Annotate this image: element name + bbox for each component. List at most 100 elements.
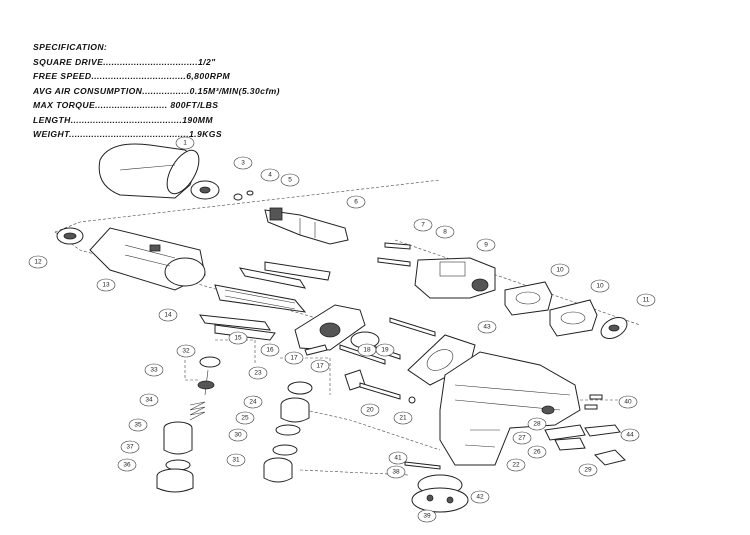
part-callout-23: 23 <box>248 366 268 380</box>
part-number-label: 18 <box>363 347 371 354</box>
part-callout-8: 8 <box>435 225 455 239</box>
part-number-label: 38 <box>392 469 400 476</box>
part-number-label: 10 <box>596 283 604 290</box>
part-number-label: 26 <box>533 449 541 456</box>
part-callout-11: 11 <box>636 293 656 307</box>
part-number-label: 31 <box>232 457 240 464</box>
part-callout-19: 19 <box>375 343 395 357</box>
part-callout-34: 34 <box>139 393 159 407</box>
part-23-ring <box>287 381 313 395</box>
part-callout-30: 30 <box>228 428 248 442</box>
spec-heading: SPECIFICATION: <box>33 42 108 52</box>
part-25-oring <box>275 424 301 436</box>
part-number-label: 12 <box>34 259 42 266</box>
part-number-label: 5 <box>288 177 292 184</box>
part-callout-38: 38 <box>386 465 406 479</box>
part-callout-26: 26 <box>527 445 547 459</box>
part-21-ball <box>408 396 416 404</box>
spec-length: LENGTH..................................… <box>33 114 213 125</box>
spec-square-drive: SQUARE DRIVE............................… <box>33 56 216 67</box>
part-13-motor-housing <box>89 227 206 291</box>
part-callout-33: 33 <box>144 363 164 377</box>
specification-block: SPECIFICATION: SQUARE DRIVE.............… <box>33 40 280 142</box>
part-callout-12: 12 <box>28 255 48 269</box>
spec-weight: WEIGHT..................................… <box>33 129 222 139</box>
part-1-boot <box>98 143 200 199</box>
part-number-label: 6 <box>354 199 358 206</box>
part-callout-3: 3 <box>233 156 253 170</box>
part-callout-16: 16 <box>260 343 280 357</box>
part-callout-32: 32 <box>176 344 196 358</box>
part-callout-27: 27 <box>512 431 532 445</box>
part-6-anvil <box>264 207 349 245</box>
part-number-label: 39 <box>423 513 431 520</box>
part-callout-42: 42 <box>470 490 490 504</box>
part-callout-4: 4 <box>260 168 280 182</box>
part-15-blades <box>199 314 276 341</box>
part-callout-25: 25 <box>235 411 255 425</box>
part-callout-21: 21 <box>393 411 413 425</box>
part-callout-17: 17 <box>284 351 304 365</box>
part-callout-14: 14 <box>158 308 178 322</box>
part-9-hammer-cage <box>414 257 496 299</box>
part-callout-15: 15 <box>228 331 248 345</box>
part-24-bearing <box>280 397 310 423</box>
part-number-label: 4 <box>268 172 272 179</box>
part-43-gasket <box>407 334 476 386</box>
part-39-base <box>411 487 469 513</box>
part-number-label: 28 <box>533 421 541 428</box>
part-callout-6: 6 <box>346 195 366 209</box>
part-number-label: 14 <box>164 312 172 319</box>
part-30-ring <box>272 444 298 456</box>
part-31-bearing <box>263 457 293 483</box>
part-callout-22: 22 <box>506 458 526 472</box>
part-number-label: 36 <box>123 462 131 469</box>
part-8-pin <box>377 257 411 267</box>
part-number-label: 10 <box>556 267 564 274</box>
part-callout-10: 10 <box>550 263 570 277</box>
part-number-label: 42 <box>476 494 484 501</box>
part-29-switch <box>594 449 626 466</box>
part-7-pin <box>384 242 411 250</box>
part-44-spring-plate <box>584 424 621 437</box>
part-35-bushing <box>163 421 193 455</box>
part-11-washer <box>600 317 628 339</box>
part-callout-1: 1 <box>175 136 195 150</box>
part-28-trigger-plate <box>544 424 586 441</box>
part-10-hammer-b <box>549 299 598 337</box>
part-number-label: 44 <box>626 432 634 439</box>
part-callout-9: 9 <box>476 238 496 252</box>
part-20-valve <box>344 369 401 400</box>
part-37-cap <box>156 468 194 493</box>
part-4-5-rings <box>233 190 254 201</box>
part-number-label: 1 <box>183 140 187 147</box>
part-32-ring <box>199 356 221 368</box>
part-callout-41: 41 <box>388 451 408 465</box>
part-number-label: 30 <box>234 432 242 439</box>
part-callout-39: 39 <box>417 509 437 523</box>
part-callout-5: 5 <box>280 173 300 187</box>
part-16-cylinder <box>294 304 366 351</box>
part-number-label: 41 <box>394 455 402 462</box>
part-callout-28: 28 <box>527 417 547 431</box>
part-callout-40: 40 <box>618 395 638 409</box>
part-number-label: 35 <box>134 422 142 429</box>
part-number-label: 19 <box>381 347 389 354</box>
spec-max-torque: MAX TORQUE.......................... 800… <box>33 100 219 110</box>
part-40-screws <box>584 394 603 410</box>
part-number-label: 43 <box>483 324 491 331</box>
part-41-pin <box>404 461 441 470</box>
part-callout-36: 36 <box>117 458 137 472</box>
part-callout-29: 29 <box>578 463 598 477</box>
part-callout-44: 44 <box>620 428 640 442</box>
part-19-screw <box>304 344 328 356</box>
part-callout-24: 24 <box>243 395 263 409</box>
part-callout-31: 31 <box>226 453 246 467</box>
part-number-label: 40 <box>624 399 632 406</box>
spec-air-consumption: AVG AIR CONSUMPTION.................0.15… <box>33 85 280 96</box>
part-number-label: 13 <box>102 282 110 289</box>
part-36-washer <box>165 459 191 471</box>
part-33-valve-stem <box>197 369 215 396</box>
